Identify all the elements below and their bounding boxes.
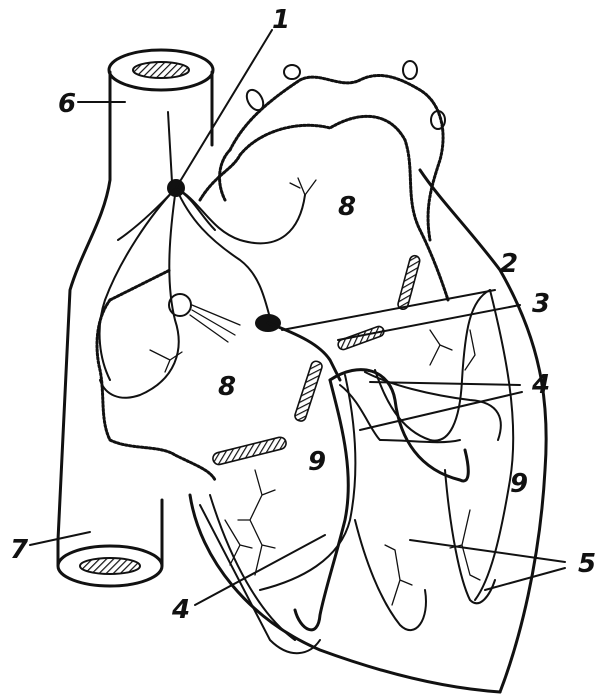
leader-line-5a [410, 540, 565, 562]
purkinje-fibers [238, 470, 275, 575]
leader-line-5b [485, 568, 565, 590]
purkinje-fibers [385, 545, 412, 605]
labels: 1 2 3 4 4 5 6 7 8 8 9 9 [10, 5, 596, 625]
label-ventricle-left: 9 [308, 447, 326, 477]
leader-line-4c [195, 535, 325, 605]
internodal-tract [176, 188, 270, 318]
label-bundle-branch-right: 4 [531, 370, 550, 400]
label-atrioventricular-node: 2 [500, 249, 518, 279]
label-ventricle-right: 9 [510, 469, 528, 499]
conduction-system [100, 112, 501, 605]
superior-vena-cava [58, 50, 213, 540]
leader-line-3 [338, 305, 520, 340]
bachmann-bundle [176, 188, 305, 243]
purkinje-fibers [225, 520, 252, 565]
interventricular-septum [200, 370, 468, 654]
label-sinoatrial-node: 1 [272, 5, 290, 35]
label-bundle-branch-left: 4 [171, 595, 190, 625]
label-superior-vena-cava: 6 [58, 89, 76, 119]
interatrial-tract [100, 188, 176, 380]
inferior-vena-cava [58, 500, 162, 586]
fibrous-rings [212, 255, 421, 466]
label-purkinje-fibers: 5 [578, 549, 596, 579]
heart-outline [190, 61, 546, 692]
sa-node-branch [168, 112, 172, 182]
leader-line-2 [282, 290, 495, 330]
purkinje-fibers [430, 330, 475, 370]
sa-node-branch [118, 188, 176, 240]
atrial-branches [290, 178, 316, 195]
leader-line-7 [30, 532, 90, 545]
left-ventricle-wall [355, 290, 513, 630]
leader-line-4b [360, 392, 522, 430]
his-bundle [268, 323, 340, 380]
label-inferior-vena-cava: 7 [10, 535, 29, 565]
left-bundle-branch [340, 385, 460, 442]
label-his-bundle: 3 [532, 289, 550, 319]
coronary-vessel [284, 65, 300, 79]
label-atrium-lower: 8 [218, 372, 236, 402]
coronary-vessel [403, 61, 417, 79]
label-atrium-upper: 8 [338, 192, 356, 222]
